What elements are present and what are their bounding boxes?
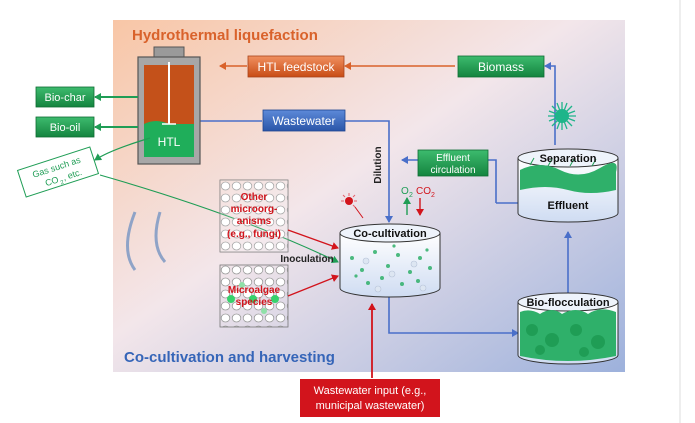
o2-sub: 2 xyxy=(409,192,413,199)
biomass-box xyxy=(457,55,545,78)
flow-algae-to-cocultivation xyxy=(287,274,339,297)
flow-wastewater-to-cocultivation xyxy=(345,120,393,223)
bio-oil-label: Bio-oil xyxy=(50,122,81,134)
flow-other-to-cocultivation xyxy=(287,229,339,250)
htl-feedstock-label: HTL feedstock xyxy=(258,60,336,74)
light-source-icon xyxy=(341,193,357,208)
o2-label: O xyxy=(401,186,409,197)
gas-label-2: CO xyxy=(44,175,60,189)
effluent-circulation-label-1: Effluent xyxy=(436,153,470,164)
microalgae-card xyxy=(219,264,289,328)
gas-label-sub: 2 xyxy=(60,180,66,187)
bio-flocculation-tank xyxy=(517,292,619,365)
bio-char-label: Bio-char xyxy=(45,92,86,104)
effluent-circulation-label-2: circulation xyxy=(430,165,475,176)
recycle-arcs-icon xyxy=(126,211,167,271)
dilution-label: Dilution xyxy=(373,146,384,183)
other-microorganisms-label-4: (e.g., fungi) xyxy=(227,229,281,240)
other-microorganisms-label-1: Other xyxy=(241,192,268,203)
co2-sub: 2 xyxy=(431,192,435,199)
co2-label: CO xyxy=(416,186,431,197)
biomass-burst-icon xyxy=(548,102,576,130)
bio-flocculation-label: Bio-flocculation xyxy=(526,297,609,309)
wastewater-box xyxy=(262,109,346,132)
wastewater-input-box xyxy=(300,379,440,417)
effluent-label: Effluent xyxy=(548,200,589,212)
wastewater-input-label-1: Wastewater input (e.g., xyxy=(314,385,427,397)
section-title-htl: Hydrothermal liquefaction xyxy=(132,27,318,44)
separation-tank xyxy=(517,148,619,223)
bio-oil-box xyxy=(35,116,95,138)
bio-char-box xyxy=(35,86,95,108)
separation-label: Separation xyxy=(540,153,597,165)
other-microorganisms-label-2: microorg- xyxy=(231,204,278,215)
inoculation-label: Inoculation xyxy=(280,254,333,265)
htl-feedstock-box xyxy=(247,55,345,78)
htl-reactor xyxy=(137,46,201,165)
wastewater-label: Wastewater xyxy=(273,114,336,128)
flow-cocultivation-to-flocculation xyxy=(388,296,519,337)
microalgae-label-1: Microalgae xyxy=(228,285,281,296)
biomass-label: Biomass xyxy=(478,60,524,74)
gas-box: Gas such as CO 2 , etc. xyxy=(16,146,100,198)
flow-to-gas xyxy=(94,137,151,161)
htl-reactor-label: HTL xyxy=(158,135,181,149)
light-ray xyxy=(354,206,364,219)
other-microorganisms-label-3: anisms xyxy=(237,216,272,227)
section-title-cocultivation: Co-cultivation and harvesting xyxy=(124,349,335,366)
co-cultivation-label: Co-cultivation xyxy=(353,228,427,240)
other-microorganisms-card xyxy=(219,179,289,253)
effluent-circulation-box xyxy=(417,149,489,177)
wastewater-input-label-2: municipal wastewater) xyxy=(316,400,425,412)
microalgae-label-2: species xyxy=(236,297,273,308)
co-cultivation-tank xyxy=(339,223,441,298)
